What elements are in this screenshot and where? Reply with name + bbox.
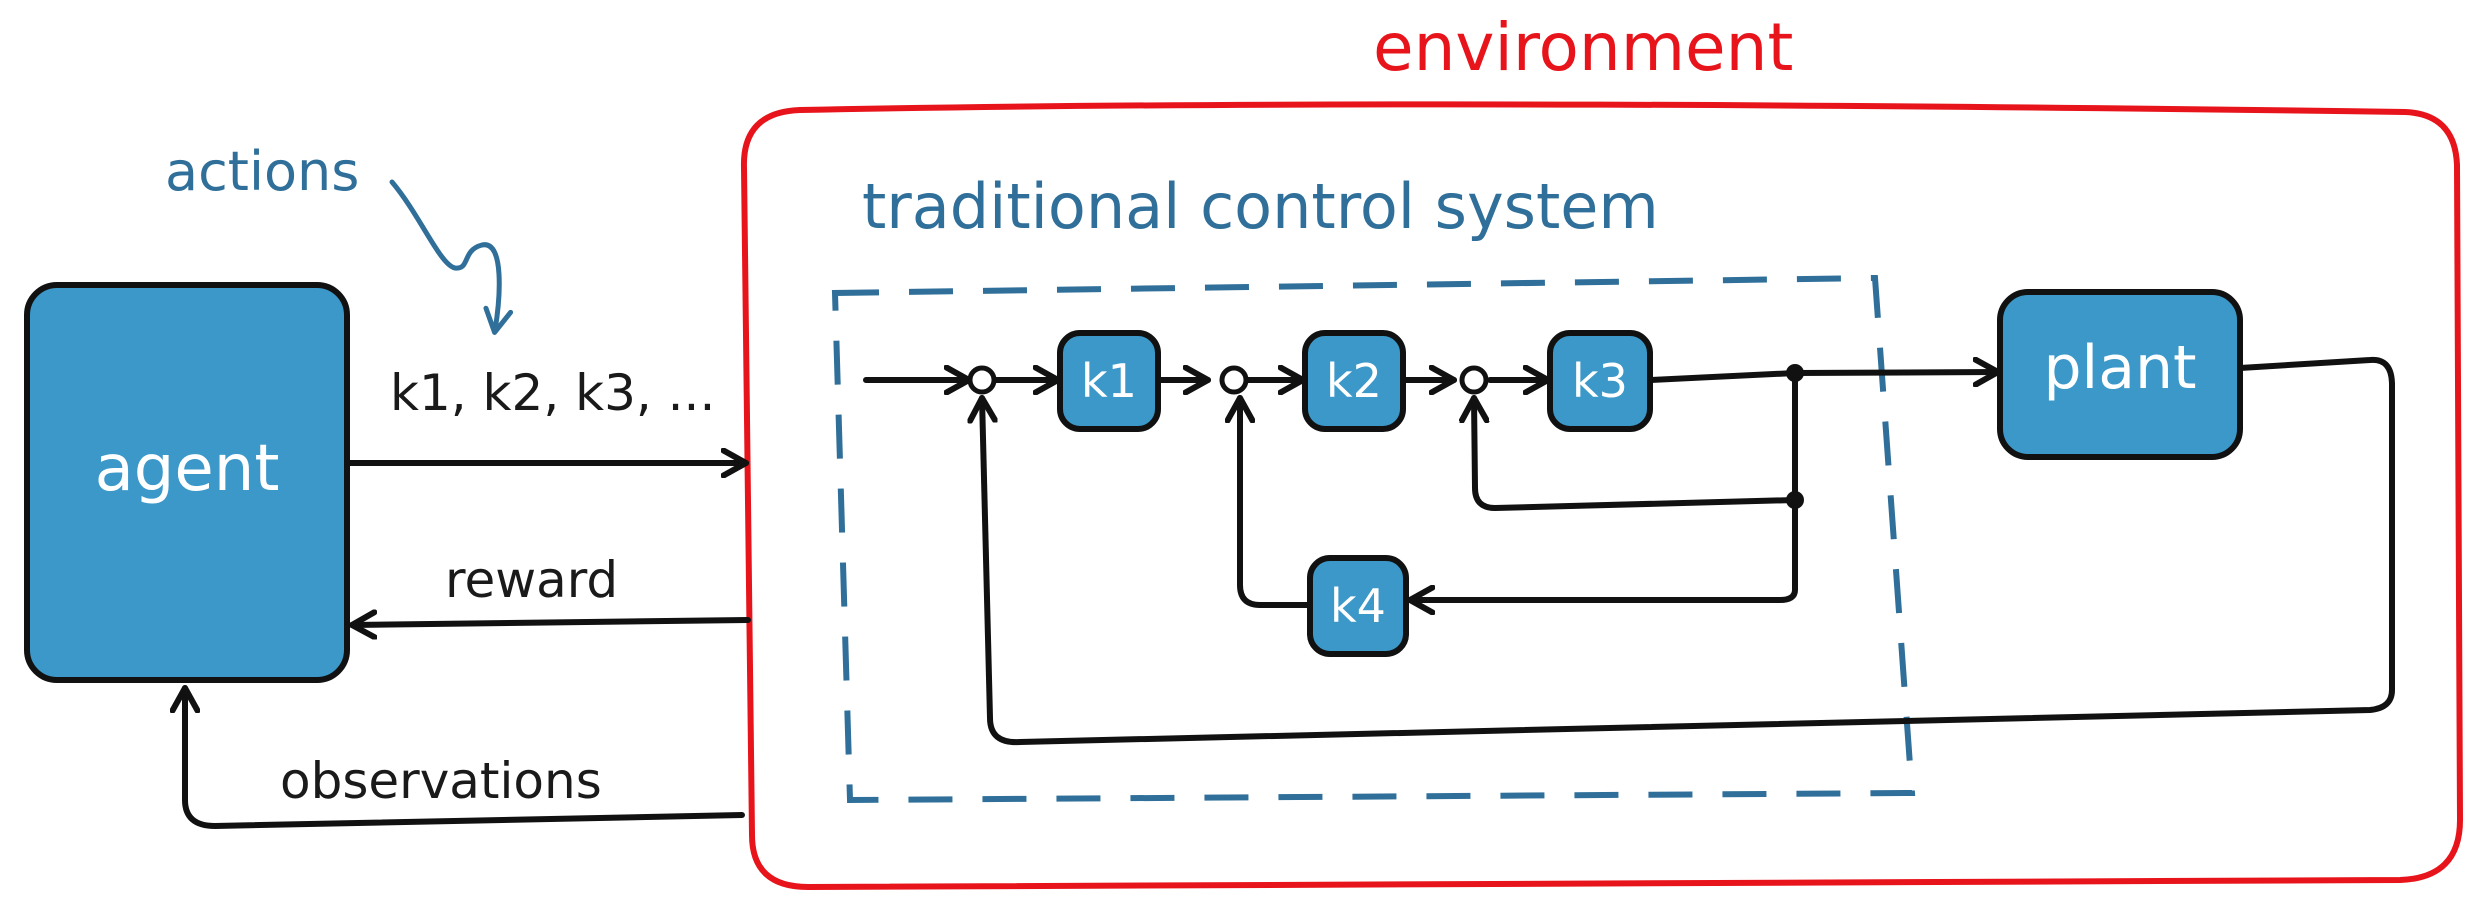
plant-feedback-wire [982, 356, 2395, 746]
reward-label: reward [445, 551, 618, 609]
control-system-boundary [831, 274, 1916, 804]
k2-block [1302, 330, 1406, 432]
summing-junction-2 [1219, 365, 1249, 395]
k3-block [1547, 330, 1653, 432]
summing-junction-1 [967, 365, 997, 395]
environment-label: environment [1373, 9, 1793, 86]
control-system-label: traditional control system [862, 170, 1659, 243]
k4-output-wire [1240, 395, 1313, 608]
plant-block [1997, 289, 2243, 460]
k3-to-plant-wire [1647, 372, 2001, 380]
k4-label: k4 [1330, 579, 1386, 633]
agent-label: agent [95, 432, 280, 506]
k1-label: k1 [1081, 354, 1137, 408]
k2-label: k2 [1326, 354, 1382, 408]
actions-pointer [389, 179, 514, 335]
environment-boundary [740, 101, 2464, 891]
k4-block [1307, 555, 1409, 657]
observations-arrow [185, 685, 745, 829]
action-values-label: k1, k2, k3, ... [390, 364, 715, 422]
agent-block [24, 282, 350, 683]
plant-label: plant [2043, 333, 2196, 403]
actions-label: actions [165, 140, 359, 203]
reward-arrow [349, 620, 751, 625]
observations-label: observations [280, 752, 602, 810]
k3-feedback-wire [1474, 370, 1798, 511]
branch-point-inner [1786, 491, 1804, 509]
k3-label: k3 [1572, 354, 1628, 408]
branch-point-output [1786, 364, 1804, 382]
k1-block [1057, 330, 1161, 432]
k4-input-wire [1407, 497, 1798, 600]
summing-junction-3 [1459, 365, 1489, 395]
